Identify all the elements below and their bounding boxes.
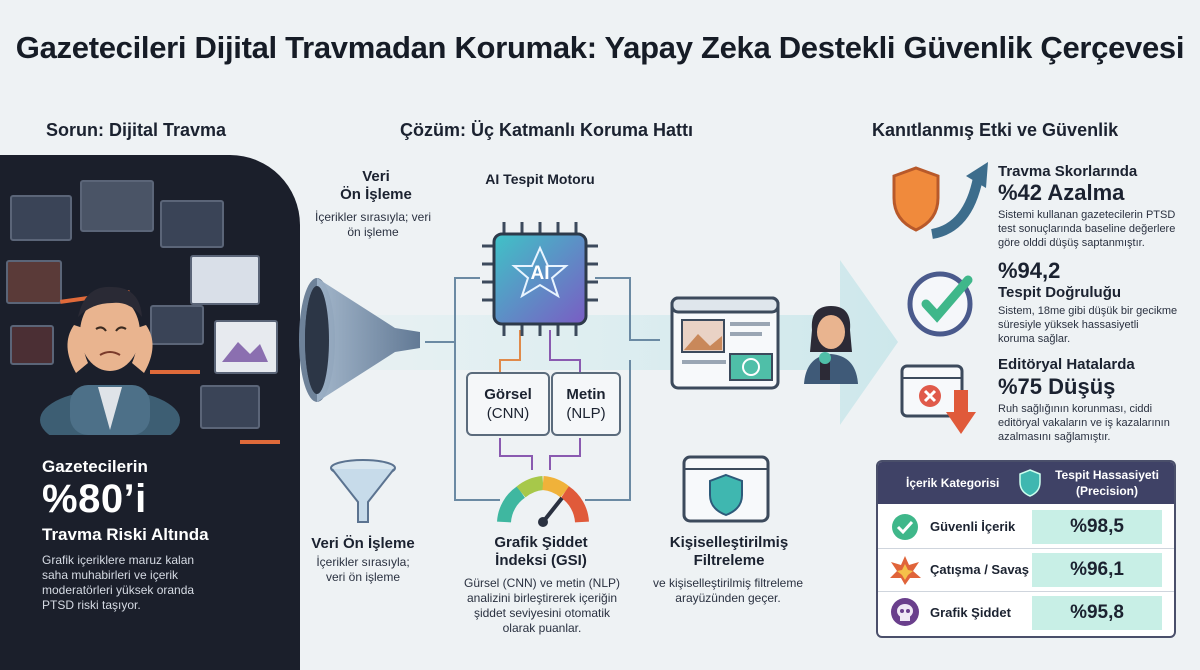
media-screen [80,180,154,232]
ai-chip-label: AI [530,263,550,284]
problem-description: Grafik içeriklere maruz kalan saha muhab… [42,553,195,612]
impact-3-value: %75 Düşüş [998,374,1116,399]
page-title: Gazetecileri Dijital Travmadan Korumak: … [15,30,1185,65]
browser-window-icon [670,296,780,390]
skull-icon [891,598,919,626]
impact-3-body: Ruh sağlığının korunması, ciddi editörya… [998,403,1170,443]
impact-1-body: Sistemi kullanan gazetecilerin PTSD test… [998,209,1176,249]
gsi-desc: Gürsel (CNN) ve metin (NLP) analizini bi… [463,576,621,635]
preprocess-bottom-desc: İçerikler sırasıyla; veri ön işleme [316,555,410,584]
text-nlp-box: Metin (NLP) [551,372,621,436]
preprocess-top-title-line2: Ön İşleme [340,186,412,203]
impact-2-head: %94,2 [998,258,1061,283]
impact-1-value: %42 Azalma [998,180,1125,205]
ai-engine-title: AI Tespit Motoru [485,171,595,187]
section-heading-impact: Kanıtlanmış Etki ve Güvenlik [872,120,1119,140]
table-col-precision-line1: Tespit Hassasiyeti [1055,468,1159,482]
problem-stat-value: %80’i [42,477,147,521]
shield-arrow-icon [892,162,988,239]
media-screen [214,320,278,374]
precision-table: İçerik Kategorisi Tespit Hassasiyeti (Pr… [876,460,1176,638]
filter-title-line2: Filtreleme [693,552,765,569]
check-icon [892,514,918,540]
funnel-icon [299,278,420,402]
table-col-category: İçerik Kategorisi [906,476,1000,490]
media-screen [160,200,224,248]
media-screen [200,385,260,429]
explosion-icon [890,556,921,585]
preprocess-top-desc: İçerikler sırasıyla; veri ön işleme [314,210,432,239]
ai-chip-icon [482,222,598,336]
shield-icon [1019,469,1041,497]
table-cell-category: Çatışma / Savaş [930,562,1030,577]
preprocess-bottom-title: Veri Ön İşleme [311,535,415,552]
gsi-title-line2: İndeksi (GSI) [495,552,587,569]
impact-2-value: Tespit Doğruluğu [998,284,1122,301]
media-screen [10,195,72,241]
visual-box-line1: Görsel [484,386,532,403]
pipeline-connectors [425,277,660,501]
text-box-line1: Metin [566,386,606,403]
problem-panel: Gazetecilerin %80’i Travma Riski Altında… [0,155,300,670]
table-cell-category: Güvenli İçerik [930,519,1016,534]
filter-desc: ve kişiselleştirilmiş filtreleme arayüzü… [652,576,804,605]
table-cell-value: %95,8 [1032,596,1162,630]
alert-streak [150,370,200,374]
small-funnel-icon [330,459,396,523]
error-window-icon [900,364,976,434]
table-cell-category: Grafik Şiddet [930,605,1011,620]
media-screen [190,255,260,305]
filter-title-line1: Kişiselleştirilmiş [669,534,789,551]
filter-window-icon [682,455,770,523]
gauge-icon [497,476,589,527]
check-clock-icon [907,271,973,337]
table-header: İçerik Kategorisi Tespit Hassasiyeti (Pr… [878,462,1174,504]
flow-band [280,260,898,425]
impact-3-head: Editöryal Hatalarda [998,356,1135,373]
visual-cnn-box: Görsel (CNN) [466,372,550,436]
table-row: Grafik Şiddet %95,8 [878,592,1174,634]
preprocess-top-title-line1: Veri [362,168,390,185]
gsi-title-line1: Grafik Şiddet [494,534,588,551]
text-box-line2: (NLP) [566,405,606,422]
problem-stat-line1: Gazetecilerin [42,457,148,476]
impact-2-body: Sistem, 18me gibi düşük bir gecikme süre… [998,305,1178,345]
table-col-precision-line2: (Precision) [1075,484,1138,498]
stressed-journalist-icon [40,286,180,435]
impact-1-head: Travma Skorlarında [998,163,1138,180]
media-screen [6,260,62,304]
problem-stat-line2: Travma Riski Altında [42,525,209,544]
section-heading-problem: Sorun: Dijital Travma [46,120,227,140]
visual-box-line2: (CNN) [486,405,530,422]
table-row: Çatışma / Savaş %96,1 [878,549,1174,592]
alert-streak [240,440,280,444]
section-heading-solution: Çözüm: Üç Katmanlı Koruma Hattı [400,120,694,140]
reporter-icon [804,306,858,384]
media-screen [150,305,204,345]
table-cell-value: %98,5 [1032,510,1162,544]
table-cell-value: %96,1 [1032,553,1162,587]
media-screen [10,325,54,365]
table-row: Güvenli İçerik %98,5 [878,506,1174,549]
